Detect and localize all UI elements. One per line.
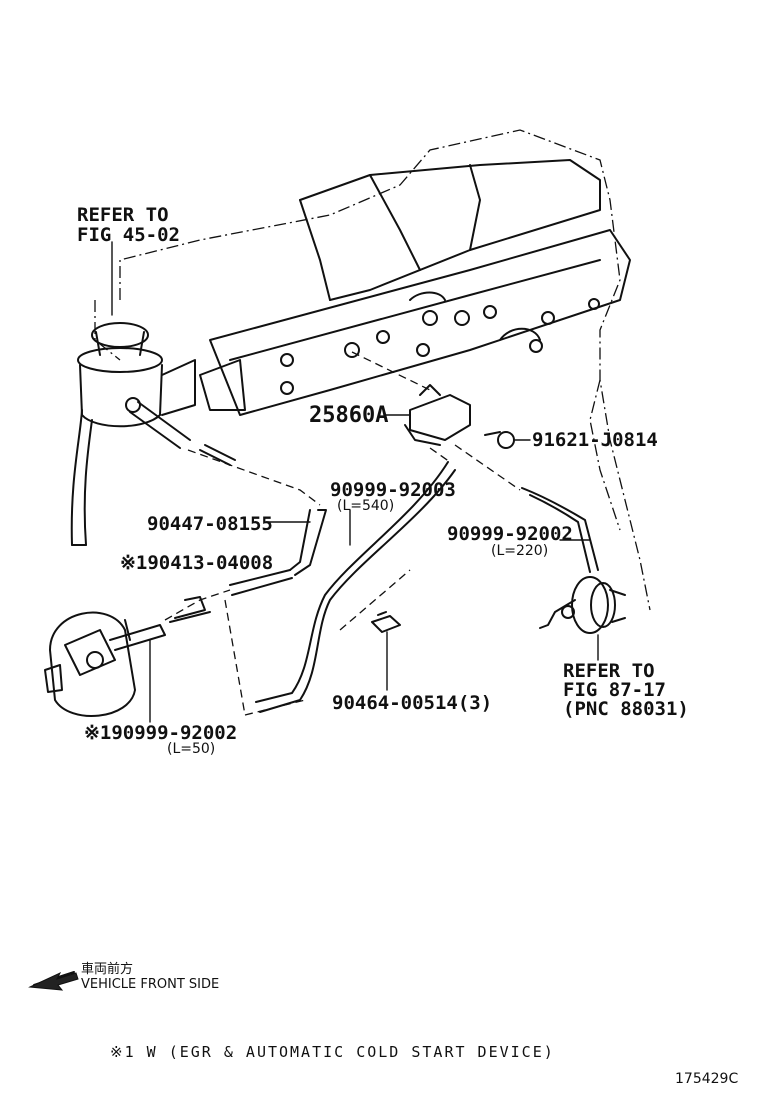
vsv-valve: [404, 384, 471, 446]
label-25860A: 25860A: [309, 403, 389, 428]
label-len-50: (L=50): [167, 741, 216, 757]
direction-label-jp: 車両前方: [81, 962, 134, 977]
hose-90999-92003: [259, 469, 456, 713]
hose-90447: [289, 509, 327, 576]
label-91621-J0814: 91621-J0814: [532, 429, 658, 451]
reservoir-tank: [70, 322, 196, 546]
direction-label-en: VEHICLE FRONT SIDE: [81, 977, 220, 992]
clamp-90464: [371, 611, 401, 633]
label-refer-87-line3: (PNC 88031): [563, 698, 689, 720]
label-90447-08155: 90447-08155: [147, 513, 273, 535]
label-refer-87-line1: REFER TO: [563, 660, 655, 682]
label-len-540: (L=540): [337, 498, 395, 514]
engine-outline-lower: [589, 379, 621, 531]
label-90999-92003: 90999-92003: [330, 479, 456, 501]
engine-outline: [119, 129, 651, 611]
label-90464-00514: 90464-00514(3): [332, 692, 493, 714]
label-90999-92002-right: 90999-92002: [447, 523, 573, 545]
label-refer-87-line2: FIG 87-17: [563, 679, 666, 701]
cold-start-actuator: [539, 576, 626, 634]
intake-manifold: [199, 159, 631, 416]
label-refer-45-line1: REFER TO: [77, 204, 169, 226]
left-arrow-icon: [28, 971, 79, 991]
vacuum-pump: [44, 611, 166, 717]
label-90999-92002-left: ※190999-92002: [84, 722, 238, 744]
diagram-ref-code: 175429C: [675, 1071, 739, 1087]
hose-90413: [229, 569, 293, 596]
bolt-91621: [484, 431, 515, 449]
label-refer-45-line2: FIG 45-02: [77, 224, 180, 246]
hose-90999-92002-r: [521, 487, 599, 573]
label-len-220: (L=220): [491, 543, 549, 559]
label-90413-04008: ※190413-04008: [120, 552, 274, 574]
footnote: ※1 W (EGR & AUTOMATIC COLD START DEVICE): [110, 1043, 555, 1061]
